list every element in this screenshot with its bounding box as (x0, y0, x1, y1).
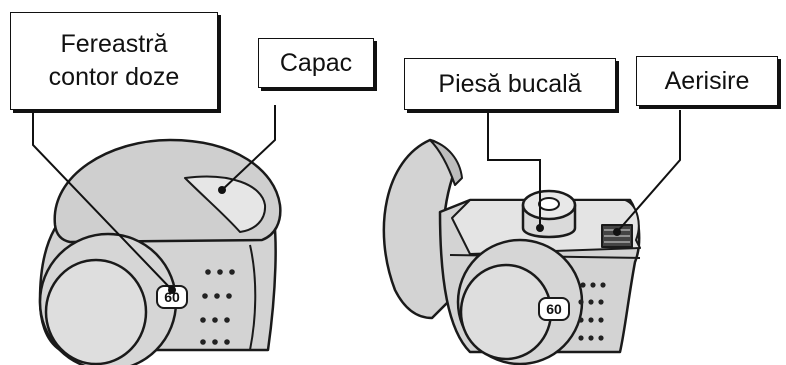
grip-dots-left (200, 269, 235, 345)
thumb-grip-right-face (459, 263, 553, 361)
inhaler-closed (38, 138, 282, 365)
thumb-grip-left-face (44, 258, 148, 365)
label-dose-counter-line1: Fereastră (60, 30, 168, 58)
label-cap: Capac (258, 38, 374, 88)
leader-dot-vent (613, 228, 621, 236)
dose-counter-value-right: 60 (546, 301, 562, 317)
body-seam-left (249, 244, 257, 351)
leader-mouthpiece (487, 110, 541, 228)
leader-lines-right (487, 110, 681, 233)
label-mouthpiece-text: Piesă bucală (438, 69, 582, 98)
label-cap-text: Capac (279, 48, 353, 77)
dose-counter-value-left: 60 (164, 289, 180, 305)
dose-counter-window-right (538, 297, 570, 321)
label-dose-counter-window: Fereastră contor doze (10, 12, 218, 110)
leader-vent (616, 110, 681, 233)
cap-right-open-inner (429, 139, 463, 186)
leader-dose-counter (32, 112, 173, 291)
inhaler-open (382, 138, 641, 365)
label-vent-text: Aerisire (664, 66, 750, 95)
label-mouthpiece: Piesă bucală (404, 58, 616, 110)
mouthpiece-hole (538, 197, 560, 211)
leader-dot-cap (218, 186, 226, 194)
label-vent: Aerisire (636, 56, 778, 106)
label-dose-counter-line2: contor doze (48, 63, 180, 91)
leader-dot-mouthpiece (536, 224, 544, 232)
leader-dot-dose-counter (168, 286, 176, 294)
leader-lines-left (32, 105, 276, 291)
grip-dots-right (578, 282, 606, 341)
leader-cap (221, 105, 276, 191)
